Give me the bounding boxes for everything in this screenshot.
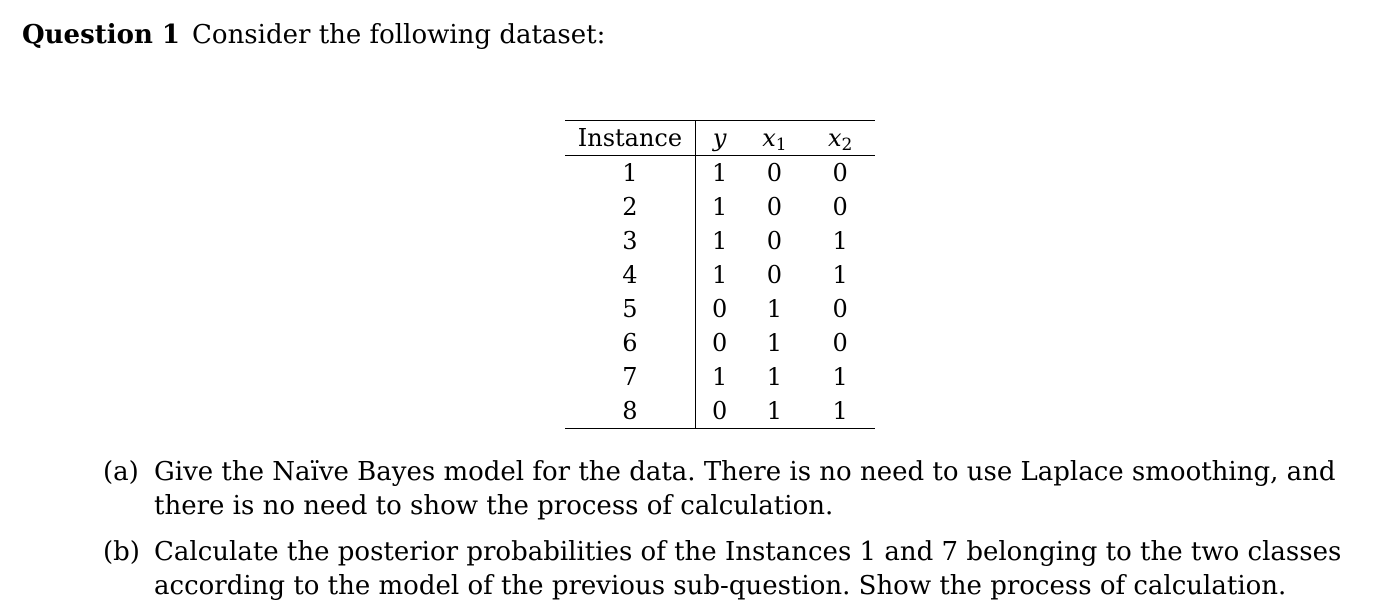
cell-x1: 1 (766, 397, 783, 425)
cell-y: 1 (712, 159, 728, 187)
cell-x1: 0 (766, 261, 783, 289)
cell-y: 0 (712, 295, 728, 323)
cell-x2: 0 (832, 159, 848, 187)
cell-instance: 8 (565, 394, 696, 429)
cell-instance: 2 (565, 190, 696, 224)
table-header-row: Instance y x1 x2 (565, 120, 875, 156)
cell-y: 0 (712, 397, 728, 425)
header-x2-sub: 2 (841, 135, 853, 155)
header-x2-base: x (827, 124, 842, 152)
header-instance: Instance (565, 120, 696, 156)
cell-y: 1 (712, 227, 728, 255)
cell-y: 1 (712, 363, 728, 391)
cell-x1: 0 (766, 193, 783, 221)
cell-instance: 1 (565, 155, 696, 190)
cell-instance: 7 (565, 360, 696, 394)
cell-instance: 6 (565, 326, 696, 360)
question-heading: Question 1 Consider the following dataset… (22, 18, 605, 52)
header-x1-base: x (762, 124, 776, 152)
cell-x2: 0 (832, 295, 848, 323)
cell-y: 1 (712, 193, 728, 221)
cell-x2: 1 (832, 261, 848, 289)
header-y: y (712, 124, 727, 152)
question-prompt: Consider the following dataset: (192, 20, 606, 50)
subquestion-a-text: Give the Naïve Bayes model for the data.… (154, 457, 1336, 521)
cell-x1: 1 (766, 329, 783, 357)
header-x2: x2 (805, 121, 875, 156)
cell-instance: 3 (565, 224, 696, 258)
cell-x2: 0 (832, 193, 848, 221)
subquestion-b-text: Calculate the posterior probabilities of… (154, 537, 1342, 601)
cell-x2: 0 (832, 329, 848, 357)
cell-y: 1 (712, 261, 728, 289)
subquestion-b-marker: (b) (103, 537, 140, 567)
cell-x1: 1 (766, 363, 783, 391)
subquestion-b: (b) Calculate the posterior probabilitie… (103, 535, 1363, 603)
cell-x2: 1 (832, 363, 848, 391)
cell-x2: 1 (832, 397, 848, 425)
cell-instance: 4 (565, 258, 696, 292)
cell-x1: 1 (766, 295, 783, 323)
header-x1-sub: 1 (775, 135, 787, 155)
cell-y: 0 (712, 329, 728, 357)
question-label: Question 1 (22, 20, 181, 50)
subquestion-a: (a) Give the Naïve Bayes model for the d… (103, 455, 1363, 523)
cell-x1: 0 (766, 159, 783, 187)
header-x1: x1 (744, 121, 806, 156)
subquestion-a-marker: (a) (103, 457, 139, 487)
cell-x2: 1 (832, 227, 848, 255)
cell-x1: 0 (766, 227, 783, 255)
cell-instance: 5 (565, 292, 696, 326)
